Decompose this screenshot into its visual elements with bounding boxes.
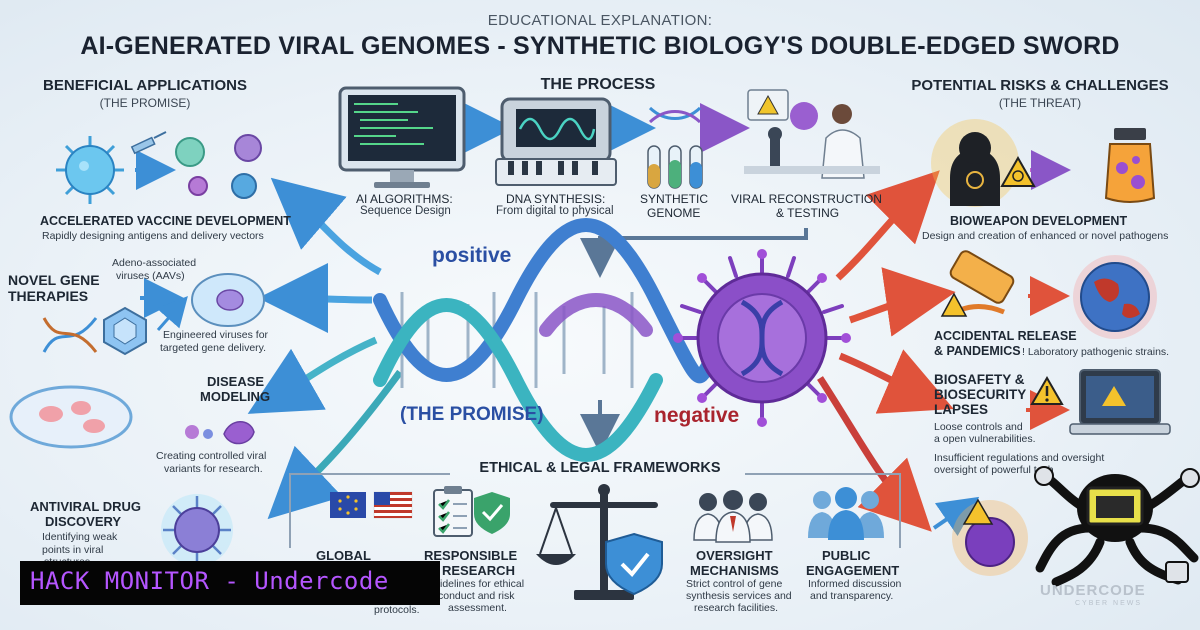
petri-dish-icon (9, 385, 133, 449)
antiviral-title-2: DISCOVERY (45, 514, 122, 529)
step-reconstruction-title: VIRAL RECONSTRUCTION (731, 192, 882, 206)
virus-icon (56, 136, 124, 204)
spilled-vial-icon (940, 250, 1015, 317)
vaccine-title: ACCELERATED VACCINE DEVELOPMENT (40, 214, 291, 228)
positive-label: positive (432, 244, 512, 267)
oversight-desc-1: Strict control of gene (686, 578, 783, 590)
oversight-title-2: MECHANISMS (690, 563, 779, 578)
public-title-1: PUBLIC (822, 548, 871, 563)
dna-synthesizer-icon (495, 97, 617, 186)
disease-desc-1: Creating controlled viral (156, 450, 267, 462)
globe-icon (1073, 255, 1157, 339)
public-desc-2: and transparency. (810, 590, 894, 602)
gene-desc-1: Engineered viruses for (163, 329, 269, 341)
process-title: THE PROCESS (540, 76, 656, 93)
biosafety-title-1: BIOSAFETY & (934, 372, 1025, 387)
aav-capsid-icon (103, 306, 147, 356)
promise-label: (THE PROMISE) (400, 404, 544, 425)
laptop-icon (1069, 369, 1171, 435)
scales-of-justice-icon (536, 484, 663, 600)
public-desc-1: Informed discussion (808, 578, 902, 590)
risks-subtitle: (THE THREAT) (998, 96, 1082, 110)
computer-monitor-icon (338, 86, 466, 188)
disease-title-1: DISEASE (207, 374, 265, 389)
responsible-title-1: RESPONSIBLE (424, 548, 518, 563)
threat-virus-globe-icon (952, 498, 1028, 576)
test-tubes-icon (647, 106, 703, 189)
flags-icon (330, 491, 413, 519)
benefits-title: BENEFICIAL APPLICATIONS (43, 77, 247, 94)
hooded-figure-icon (931, 119, 1019, 207)
watermark-logo: UNDERCODE (1040, 582, 1146, 599)
step-synthesis-desc: From digital to physical (496, 205, 614, 217)
lab-scientist-icon (744, 89, 880, 179)
cell-icon (191, 273, 265, 327)
gene-note-2: viruses (AAVs) (116, 270, 185, 282)
purple-virus-icon (673, 249, 851, 427)
gene-desc-2: targeted gene delivery. (160, 342, 267, 354)
bioweapon-title: BIOWEAPON DEVELOPMENT (950, 214, 1128, 228)
disease-desc-2: variants for research. (164, 463, 263, 475)
people-group-icon (693, 490, 773, 543)
responsible-title-2: RESEARCH (442, 563, 515, 578)
responsible-desc-1: Guidelines for ethical (426, 578, 525, 590)
vaccine-desc: Rapidly designing antigens and delivery … (42, 230, 264, 242)
clipboard-icon (433, 486, 510, 537)
bioweapon-desc: Design and creation of enhanced or novel… (922, 230, 1169, 242)
step-ai-desc: Sequence Design (360, 205, 451, 217)
variant-molecule-icon (185, 421, 255, 445)
step-genome-desc: GENOME (647, 206, 701, 220)
biosafety-desc-4: oversight of powerful tech (934, 464, 1054, 476)
antigen-cluster-icon (175, 134, 262, 199)
release-desc: ! Laboratory pathogenic strains. (1022, 346, 1170, 358)
hack-monitor-banner: HACK MONITOR - Undercode (20, 561, 440, 605)
antiviral-desc-2: points in viral (42, 544, 104, 556)
responsible-desc-4: protocols. (374, 604, 420, 616)
octopus-hacker-icon (1034, 466, 1200, 587)
biosafety-desc-1: Loose controls and (934, 421, 1023, 433)
negative-label: negative (654, 404, 740, 427)
step-ai-title: AI ALGORITHMS: (356, 192, 453, 206)
gene-title-2: THERAPIES (8, 288, 89, 304)
risks-title: POTENTIAL RISKS & CHALLENGES (911, 77, 1169, 94)
biosafety-desc-3: Insufficient regulations and oversight (934, 452, 1105, 464)
gene-note-1: Adeno-associated (112, 257, 197, 269)
global-title: GLOBAL (316, 548, 371, 563)
glowing-virus-icon (161, 494, 233, 566)
benefits-subtitle: (THE PROMISE) (99, 96, 191, 110)
antiviral-desc-1: Identifying weak (42, 531, 118, 543)
oversight-desc-2: synthesis services and (686, 590, 792, 602)
syringe-icon (130, 131, 167, 155)
public-title-2: ENGAGEMENT (806, 563, 900, 578)
disease-title-2: MODELING (200, 389, 271, 404)
oversight-title-1: OVERSIGHT (696, 548, 773, 563)
oversight-desc-3: research facilities. (694, 602, 779, 614)
gene-title-1: NOVEL GENE (8, 272, 100, 288)
eyebrow-label: EDUCATIONAL EXPLANATION: (487, 12, 713, 29)
pathogen-jar-icon (1104, 128, 1156, 203)
dna-strand-icon (42, 317, 98, 353)
biosafety-desc-2: a open vulnerabilities. (934, 433, 1036, 445)
release-title-1: ACCIDENTAL RELEASE (934, 329, 1077, 343)
responsible-desc-3: assessment. (448, 602, 507, 614)
frameworks-title: ETHICAL & LEGAL FRAMEWORKS (479, 460, 721, 476)
public-crowd-icon (808, 487, 884, 540)
watermark-sub: CYBER NEWS (1075, 600, 1143, 607)
biohazard-warning-icon (1000, 155, 1036, 187)
biosafety-title-3: LAPSES (934, 402, 989, 417)
antiviral-title-1: ANTIVIRAL DRUG (30, 499, 141, 514)
biosafety-title-2: BIOSECURITY (934, 387, 1027, 402)
step-synthesis-title: DNA SYNTHESIS: (506, 192, 606, 206)
step-genome-title: SYNTHETIC (640, 192, 709, 206)
dna-helix-icon (373, 218, 719, 462)
release-title-2: & PANDEMICS (934, 344, 1021, 358)
warning-triangle-icon (1030, 375, 1064, 405)
responsible-desc-2: conduct and risk (438, 590, 515, 602)
main-title: AI-GENERATED VIRAL GENOMES - SYNTHETIC B… (80, 32, 1120, 60)
step-reconstruction-desc: & TESTING (776, 206, 840, 220)
